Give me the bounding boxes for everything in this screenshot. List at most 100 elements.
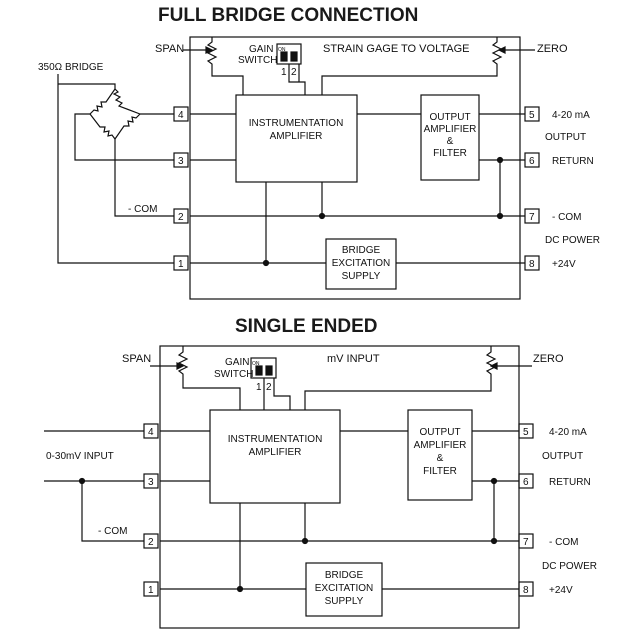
mv-input-label: 0-30mV INPUT [46,451,114,462]
zero-pot-full-bridge [321,37,535,95]
single-ended-diagram: mV INPUT SPAN ZERO GAIN SWITCH ON 1 2 IN… [44,345,597,629]
switch-label-full-bridge: SWITCH [238,55,277,66]
terminal-8-full [524,255,540,271]
excitation-supply-full-bridge [325,238,397,290]
title-single-ended: SINGLE ENDED [235,316,378,337]
out-amp-line1-single: OUTPUT [419,427,460,438]
bridge-label: 350Ω BRIDGE [38,62,104,73]
output-label-single: OUTPUT [542,451,583,462]
excitation-line2-full: EXCITATION [332,258,391,269]
switch-2-lever [265,365,273,376]
terminal-3-label-full: 3 [178,156,184,167]
switch-2-lever [290,51,298,62]
switch-pos-1-single: 1 [256,382,262,393]
com-left-label-full: - COM [128,204,157,215]
zero-wiper-arrow [497,46,506,54]
terminal-7-label-single: 7 [523,537,529,548]
switch-1-lever [280,51,288,62]
gain-switch-wires-single [263,378,291,410]
switch-pos-2-single: 2 [266,382,272,393]
gain-switch-wires-full-bridge [288,64,306,95]
output-amplifier-full-bridge [420,94,480,181]
span-label-full-bridge: SPAN [155,43,184,55]
supply-voltage-label-single: +24V [549,585,573,596]
junction-dot [78,477,86,485]
span-label-single: SPAN [122,353,151,365]
terminal-3-label-single: 3 [148,477,154,488]
terminal-1-label-single: 1 [148,585,154,596]
instr-amp-line1-full: INSTRUMENTATION [249,118,344,129]
terminal-6-label-single: 6 [523,477,529,488]
terminal-2-label-single: 2 [148,537,154,548]
switch-on-label-single: ON [252,361,260,367]
return-label-single: RETURN [549,477,591,488]
switch-1-lever [255,365,263,376]
output-amplifier-single [407,409,473,501]
out-amp-line2-full: AMPLIFIER [424,124,477,135]
terminal-6-full [524,152,540,168]
junction-dot [496,156,504,164]
out-amp-line3-single: & [437,453,444,464]
span-wiper-arrow [176,362,185,370]
instrumentation-amplifier-single [209,409,341,504]
excitation-line1-single: BRIDGE [325,570,364,581]
dc-power-label-single: DC POWER [542,561,597,572]
junction-dot [301,537,309,545]
full-bridge-diagram: STRAIN GAGE TO VOLTAGE SPAN ZERO GAIN SW… [38,36,600,300]
dc-power-label-full: DC POWER [545,235,600,246]
zero-wiper-arrow [489,362,498,370]
com-left-label-single: - COM [98,526,127,537]
span-pot-single [150,346,241,410]
com-right-label-single: - COM [549,537,578,548]
terminal-8-label-full: 8 [529,259,535,270]
instrumentation-amplifier-full-bridge [235,94,358,183]
out-amp-line1-full: OUTPUT [429,112,470,123]
junction-dot [496,212,504,220]
out-amp-line2-single: AMPLIFIER [414,440,467,451]
terminal-5-label-full: 5 [529,110,535,121]
supply-voltage-label-full: +24V [552,259,576,270]
junction-dot [262,259,270,267]
excitation-line1-full: BRIDGE [342,245,381,256]
excitation-line2-single: EXCITATION [315,583,374,594]
terminal-1-single [143,581,159,597]
out-amp-line3-full: & [447,136,454,147]
instr-amp-line1-single: INSTRUMENTATION [228,434,323,445]
gain-label-full-bridge: GAIN [249,44,273,55]
terminal-1-label-full: 1 [178,259,184,270]
com-right-label-full: - COM [552,212,581,223]
terminal-7-single [518,533,534,549]
out-amp-line4-single: FILTER [423,466,457,477]
switch-on-label-full-bridge: ON [278,47,286,53]
module-box-full-bridge [189,36,521,300]
return-label-full: RETURN [552,156,594,167]
excitation-line3-full: SUPPLY [342,271,381,282]
bridge-external-wiring [57,74,174,264]
junction-dot [490,477,498,485]
output-label-full: OUTPUT [545,132,586,143]
switch-pos-2-full-bridge: 2 [291,67,297,78]
output-current-label-single: 4-20 mA [549,427,587,438]
terminal-8-label-single: 8 [523,585,529,596]
terminal-5-label-single: 5 [523,427,529,438]
excitation-line3-single: SUPPLY [325,596,364,607]
junction-dot [236,585,244,593]
junction-dot [318,212,326,220]
switch-pos-1-full-bridge: 1 [281,67,287,78]
switch-label-single: SWITCH [214,369,253,380]
strain-gage-bridge [89,88,141,140]
span-wiper-arrow [205,46,214,54]
output-current-label-full: 4-20 mA [552,110,590,121]
terminal-5-single [518,423,534,439]
terminal-7-label-full: 7 [529,212,535,223]
zero-label-full-bridge: ZERO [537,43,568,55]
instr-amp-line2-single: AMPLIFIER [249,447,302,458]
module-label-full-bridge: STRAIN GAGE TO VOLTAGE [323,43,470,55]
terminal-6-single [518,473,534,489]
instr-amp-line2-full: AMPLIFIER [270,131,323,142]
terminal-5-full [524,106,540,122]
span-pot-full-bridge [183,37,244,95]
input-external-wiring [44,430,144,542]
zero-label-single: ZERO [533,353,564,365]
